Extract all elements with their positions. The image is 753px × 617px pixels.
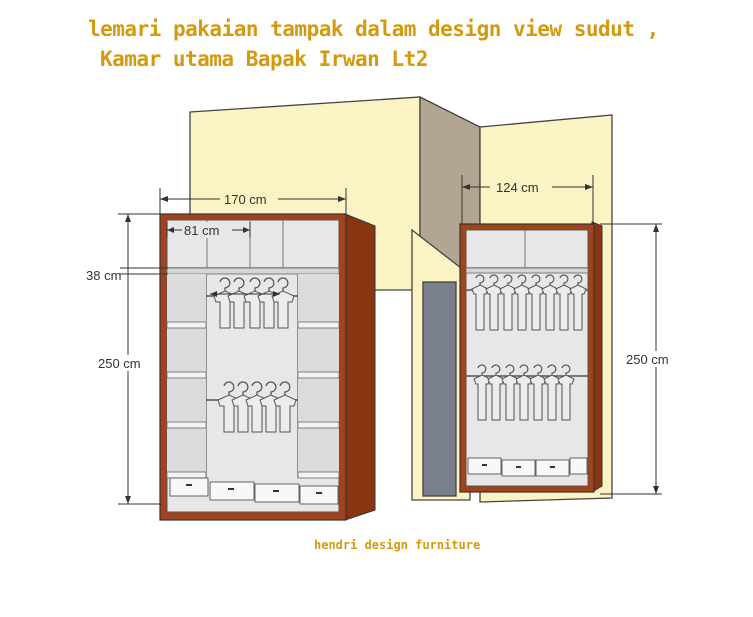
right-height-label: 250 cm [626,352,669,367]
left-wardrobe [159,213,376,521]
right-width-label: 124 cm [496,180,539,195]
left-width-label: 170 cm [224,192,267,207]
left-top-label: 38 cm [86,268,121,283]
right-wardrobe [459,221,603,493]
page-title: lemari pakaian tampak dalam design view … [88,14,659,74]
door-panel [422,281,457,497]
footer-credit: hendri design furniture [314,538,481,552]
dimension-arrows [125,184,659,504]
title-line-2: Kamar utama Bapak Irwan Lt2 [100,47,428,71]
left-height-label: 250 cm [98,356,141,371]
left-inner-label: 81 cm [184,223,219,238]
title-line-1: lemari pakaian tampak dalam design view … [88,17,659,41]
